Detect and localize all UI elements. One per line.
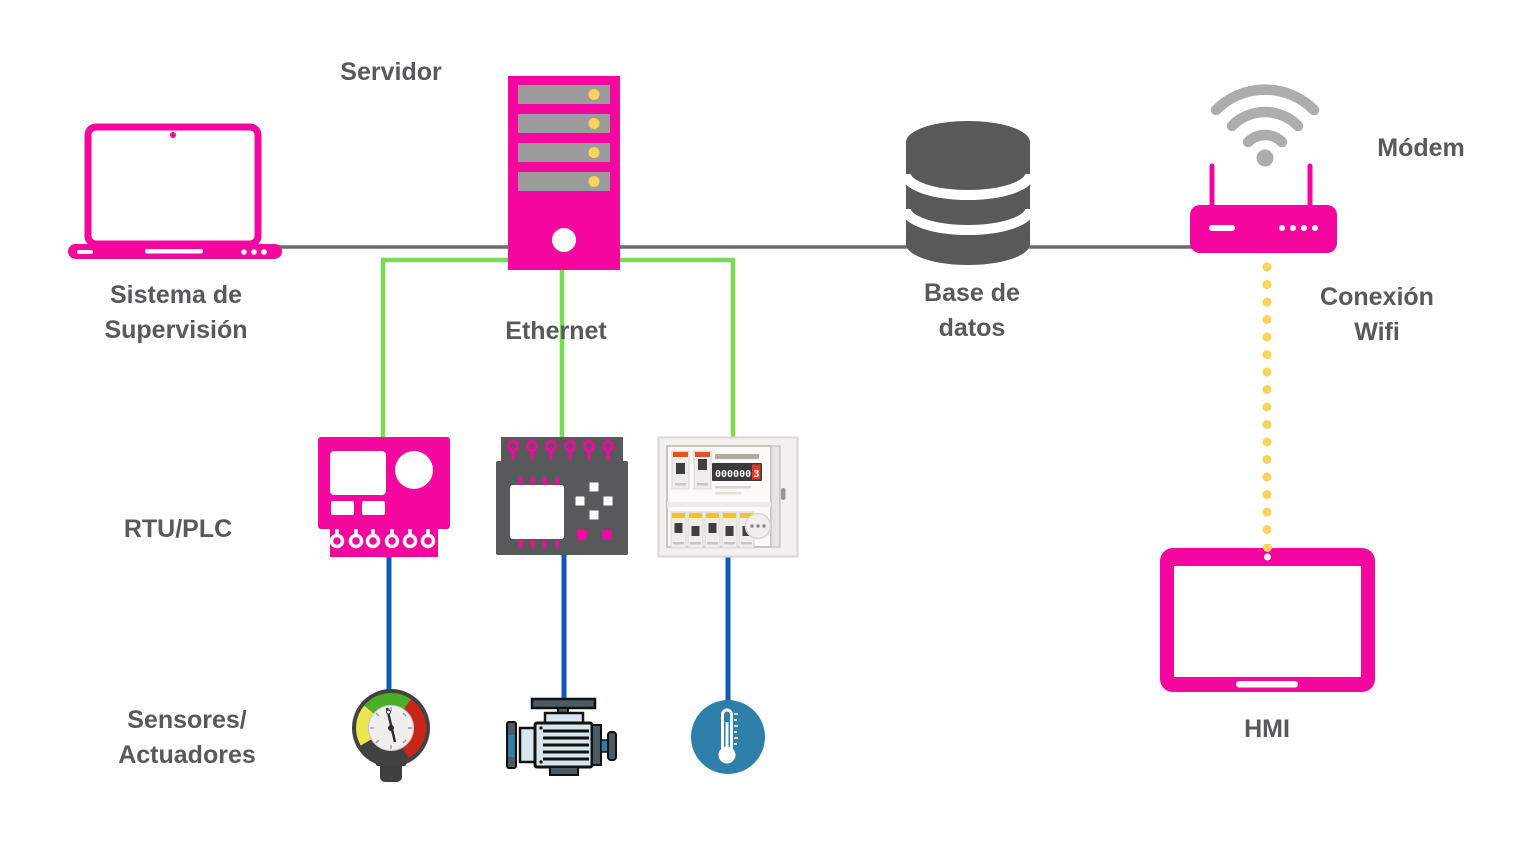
label-rtu-plc: RTU/PLC (123, 515, 233, 543)
electrical-panel-icon: 000000 3 (657, 436, 799, 558)
panel-meter-last-digit: 3 (754, 469, 760, 480)
label-base-line1: Base de (924, 279, 1020, 307)
label-sensores-line2: Actuadores (118, 741, 256, 769)
wifi-signal-icon (1210, 84, 1320, 167)
tablet-icon (1160, 544, 1375, 692)
rtu-controller-icon (318, 437, 450, 557)
label-hmi: HMI (1244, 715, 1290, 743)
sensor-lines (386, 552, 731, 704)
thermometer-icon (691, 700, 765, 774)
label-ethernet: Ethernet (505, 317, 607, 345)
label-sistema-line1: Sistema de (109, 281, 242, 309)
label-modem: Módem (1377, 134, 1465, 162)
label-conexion-wifi: Conexión Wifi (1297, 280, 1457, 350)
panel-meter-digits: 000000 (715, 469, 751, 480)
label-conexion-line2: Wifi (1354, 318, 1400, 346)
label-sistema-line2: Supervisión (104, 316, 248, 344)
label-sistema-supervision: Sistema de Supervisión (66, 278, 286, 348)
label-servidor: Servidor (340, 58, 442, 86)
plc-board-icon (496, 437, 628, 555)
label-conexion-line1: Conexión (1320, 283, 1434, 311)
router-wifi-icon (1190, 163, 1337, 253)
label-sensores-actuadores: Sensores/ Actuadores (97, 703, 277, 773)
label-base-line2: datos (938, 314, 1006, 342)
label-sensores-line1: Sensores/ (127, 706, 247, 734)
motor-pump-icon (506, 697, 617, 776)
label-base-de-datos: Base de datos (897, 276, 1047, 346)
server-tower-icon (508, 76, 620, 270)
pressure-gauge-icon (352, 689, 430, 782)
laptop-icon (68, 123, 282, 259)
database-cylinder-icon (902, 121, 1034, 265)
